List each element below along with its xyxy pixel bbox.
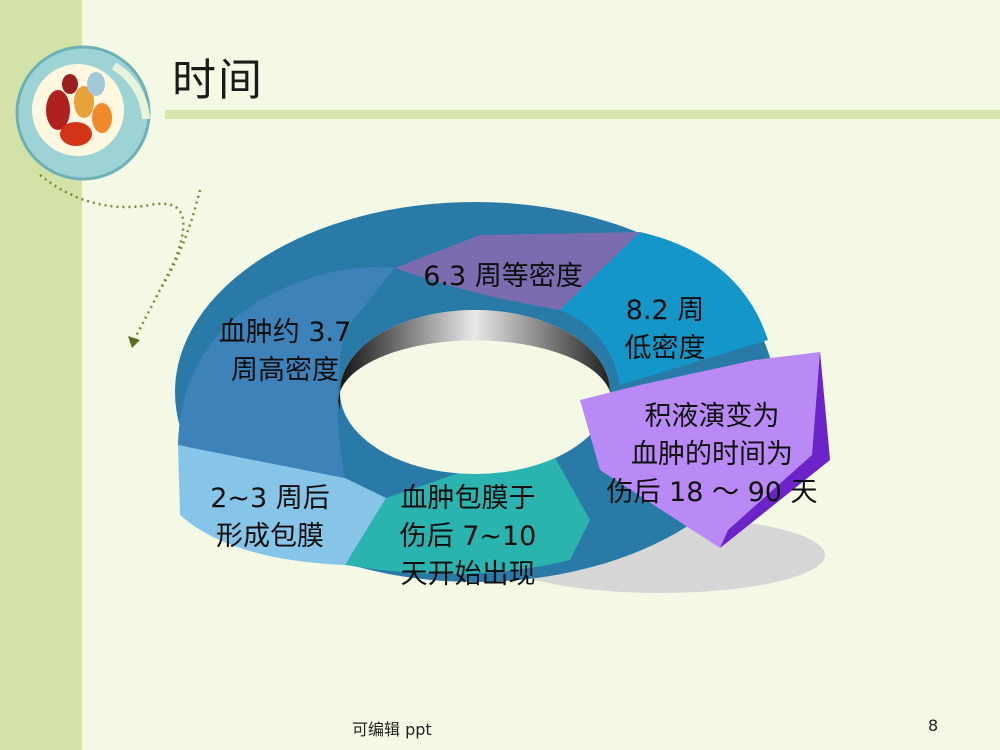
footer-text: 可编辑 ppt [352,720,432,739]
segment-teal [345,440,590,574]
dotted-decoration [39,174,202,348]
segment-label-effusion-to-hematoma: 积液演变为 血肿的时间为 伤后 18 ～ 90 天 [606,401,818,508]
segment-cyan [560,232,768,385]
segment-label-equal-density: 6.3 周等密度 [423,261,583,292]
pills-logo [15,45,151,181]
segment-label-low-density: 8.2 周 低密度 [624,295,706,364]
segment-lightblue [178,445,386,565]
segment-label-capsule-appears: 血肿包膜于 伤后 7~10 天开始出现 [399,483,537,590]
segment-purple [395,232,640,310]
arrow-side [720,352,830,548]
segment-blue [178,267,395,478]
page-title: 时间 [172,55,264,106]
ring-hole-wall [338,310,610,410]
page-number: 8 [928,716,939,735]
segment-label-high-density: 血肿约 3.7 周高密度 [218,317,352,386]
title-divider [165,110,1000,119]
segment-label-capsule-formed: 2~3 周后 形成包膜 [210,483,330,552]
